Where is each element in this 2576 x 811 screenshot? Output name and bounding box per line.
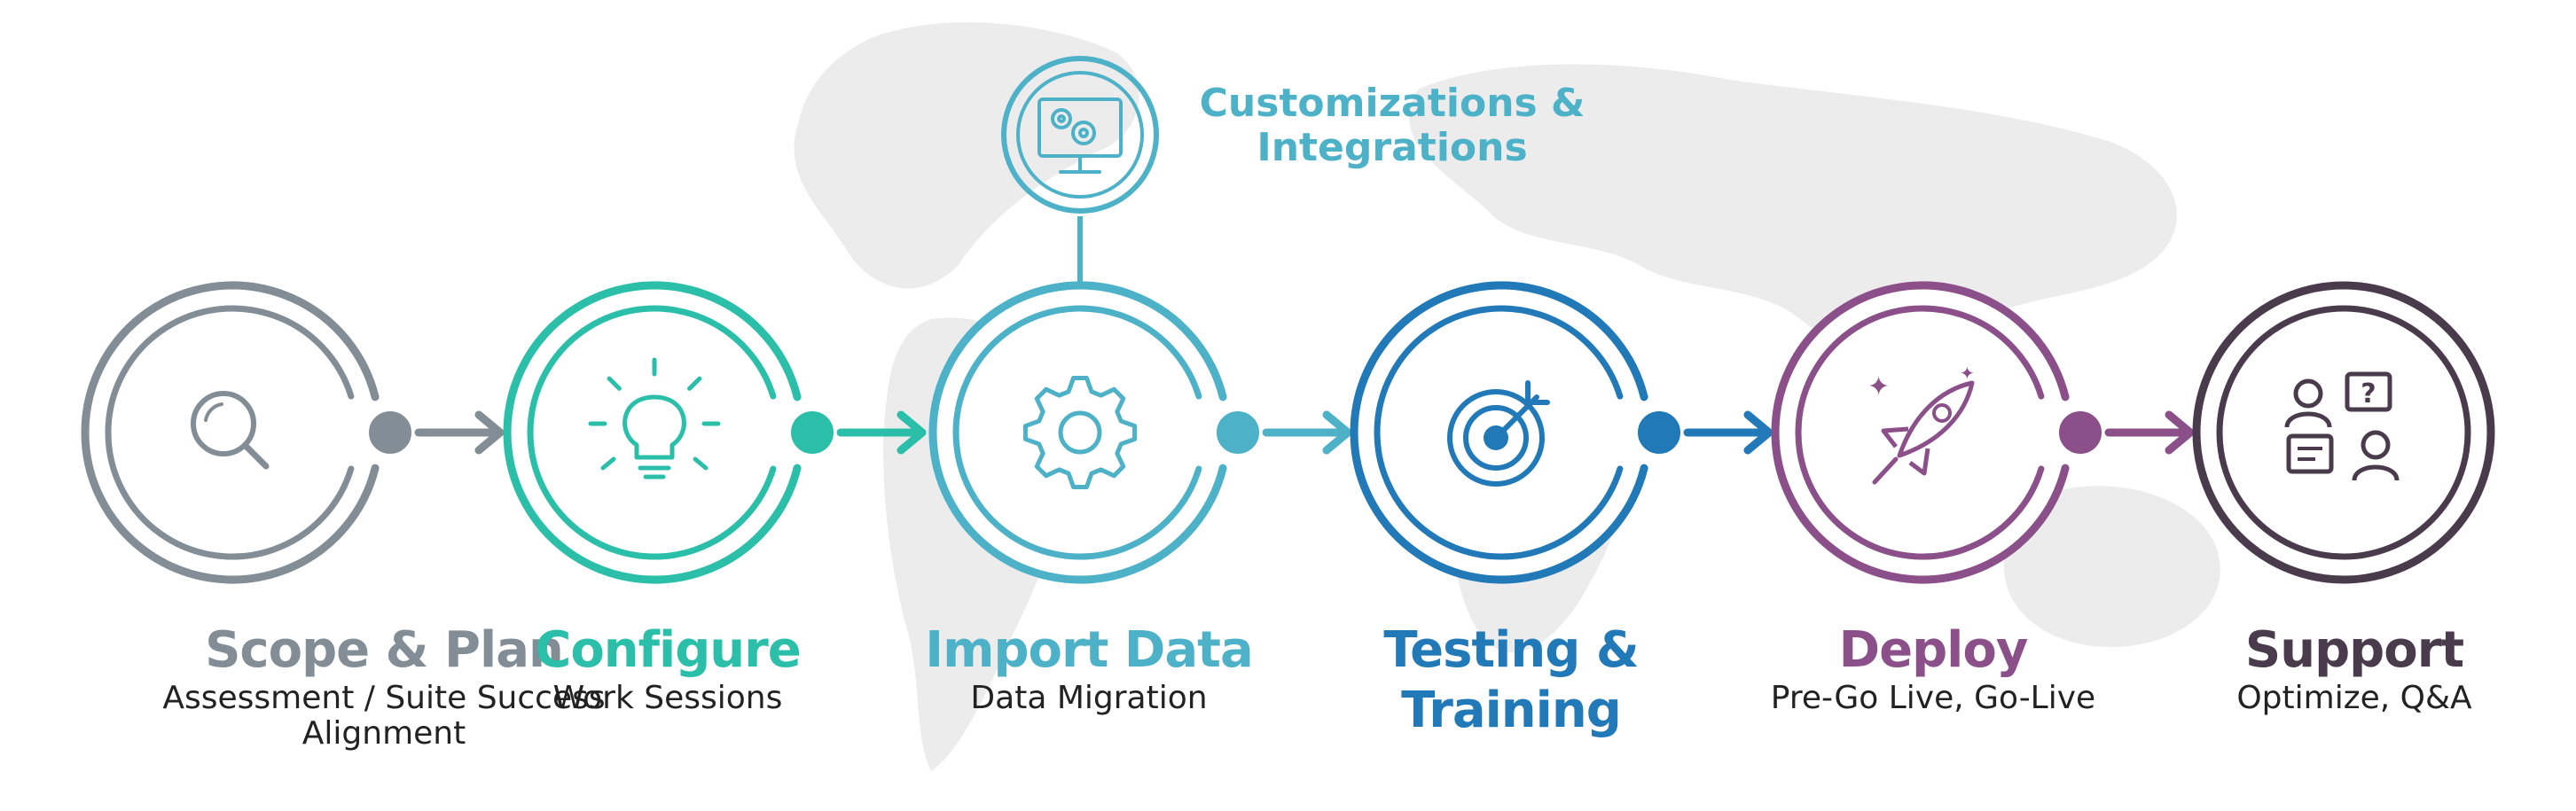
- connector-arrow: [414, 410, 505, 455]
- connector-dot: [1631, 404, 1687, 461]
- step-subtitle: Work Sessions: [552, 680, 783, 716]
- step-title: Testing & Training: [1383, 621, 1639, 739]
- gear-icon: [1022, 375, 1138, 490]
- rocket-icon: ✦✦: [1867, 363, 1975, 485]
- svg-text:✦: ✦: [1867, 371, 1890, 402]
- step-text-deploy: Deploy Pre-Go Live, Go-Live: [1649, 620, 2217, 716]
- svg-text:?: ?: [2361, 378, 2376, 409]
- step-text-import-data: Import Data Data Migration: [805, 620, 1373, 716]
- step-text-testing-training: Testing & Training: [1227, 620, 1795, 741]
- step-import-data: [928, 281, 1352, 584]
- step-text-support: Support Optimize, Q&A: [2071, 620, 2576, 716]
- step-title: Import Data: [925, 621, 1253, 679]
- step-support: ?: [2192, 281, 2495, 584]
- connector-arrow: [1262, 410, 1352, 455]
- step-title: Scope & Plan: [205, 621, 564, 679]
- lightbulb-icon: [588, 357, 721, 480]
- step-scope-plan: [81, 281, 505, 584]
- support-chat-icon: ?: [2284, 371, 2400, 481]
- connector-dot: [362, 404, 419, 461]
- connector-dot: [784, 404, 841, 461]
- step-title: Configure: [535, 621, 802, 679]
- step-subtitle: Pre-Go Live, Go-Live: [1770, 680, 2096, 716]
- step-title: Support: [2244, 621, 2464, 679]
- connector-arrow: [1683, 410, 1773, 455]
- connector-dot: [2052, 404, 2109, 461]
- connector-arrow: [836, 410, 927, 455]
- step-title: Deploy: [1838, 621, 2029, 679]
- step-deploy: ✦✦: [1771, 281, 2195, 584]
- step-subtitle: Optimize, Q&A: [2236, 680, 2472, 716]
- magnifier-icon: [191, 391, 270, 470]
- step-subtitle: Assessment / Suite Success Alignment: [162, 680, 606, 752]
- step-text-configure: Configure Work Sessions: [384, 620, 951, 716]
- connector-dot: [1210, 404, 1266, 461]
- monitor-gears-icon: [1037, 97, 1123, 174]
- target-icon: [1447, 380, 1550, 487]
- step-subtitle: Data Migration: [970, 680, 1208, 716]
- connector-arrow: [2104, 410, 2195, 455]
- step-configure: [503, 281, 927, 584]
- svg-text:✦: ✦: [1960, 363, 1975, 384]
- callout-title: Customizations & Integrations: [1199, 81, 1586, 170]
- step-testing-training: [1350, 281, 1773, 584]
- callout-circle: [1001, 56, 1159, 214]
- step-text-scope-plan: Scope & Plan Assessment / Suite Success …: [100, 620, 668, 752]
